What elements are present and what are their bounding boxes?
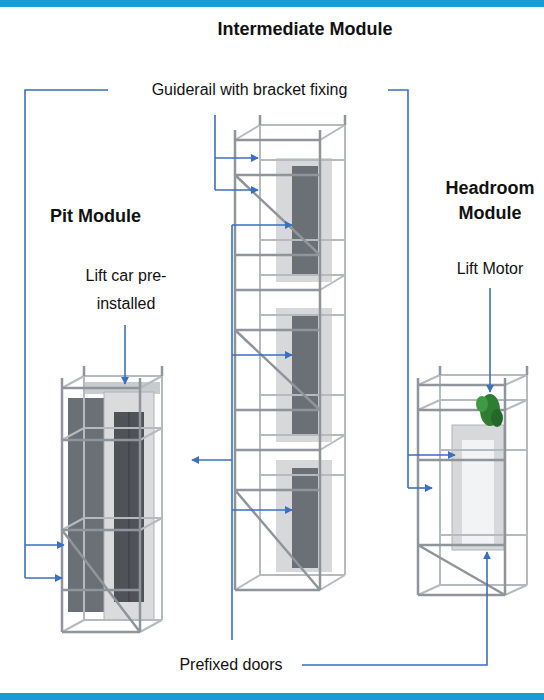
lift-motor [476,396,488,412]
lift-motor [491,409,503,427]
landing-door [292,468,318,568]
part-label: Lift Motor [438,258,542,280]
bottom-band [0,693,544,700]
leader-arrow [489,288,491,392]
leader-arrow [302,552,487,665]
leader-arrow [25,577,62,579]
top-band [0,0,544,7]
leader-lines [25,90,490,665]
module-title: Headroom Module [436,176,544,226]
leader-arrow [232,354,292,356]
headroom-module [418,366,527,595]
frame-front [62,366,162,632]
leader-arrow [215,157,258,159]
part-label: Prefixed doors [160,654,302,676]
leader-line [388,90,408,488]
intermediate-module [235,115,345,590]
leader-arrow [124,325,126,384]
landing-door [292,166,318,276]
part-label: Guiderail with bracket fixing [112,79,387,101]
landing-door [292,316,318,436]
landing-door-panel [276,460,332,572]
door-opening [462,440,494,545]
frame-back [235,125,345,590]
leader-arrow [192,459,232,461]
leader-arrow [408,454,455,456]
door-frame [452,425,504,550]
leader-arrow [232,224,292,226]
frame-front [418,366,527,595]
leader-line [231,225,233,640]
leader-arrow [408,487,432,489]
module-title: Intermediate Module [195,17,415,41]
part-label: Lift car pre-installed [76,262,176,318]
car-side-wall [68,398,108,612]
leader-arrow [232,509,292,511]
frame-front [235,115,345,590]
module-title: Pit Module [50,204,170,228]
leader-arrow [215,189,258,191]
leader-line [214,115,216,190]
car-front [104,392,154,620]
leader-line [25,90,108,578]
leader-arrow [25,544,64,546]
frame-back [418,375,527,595]
pit-module [62,366,162,632]
